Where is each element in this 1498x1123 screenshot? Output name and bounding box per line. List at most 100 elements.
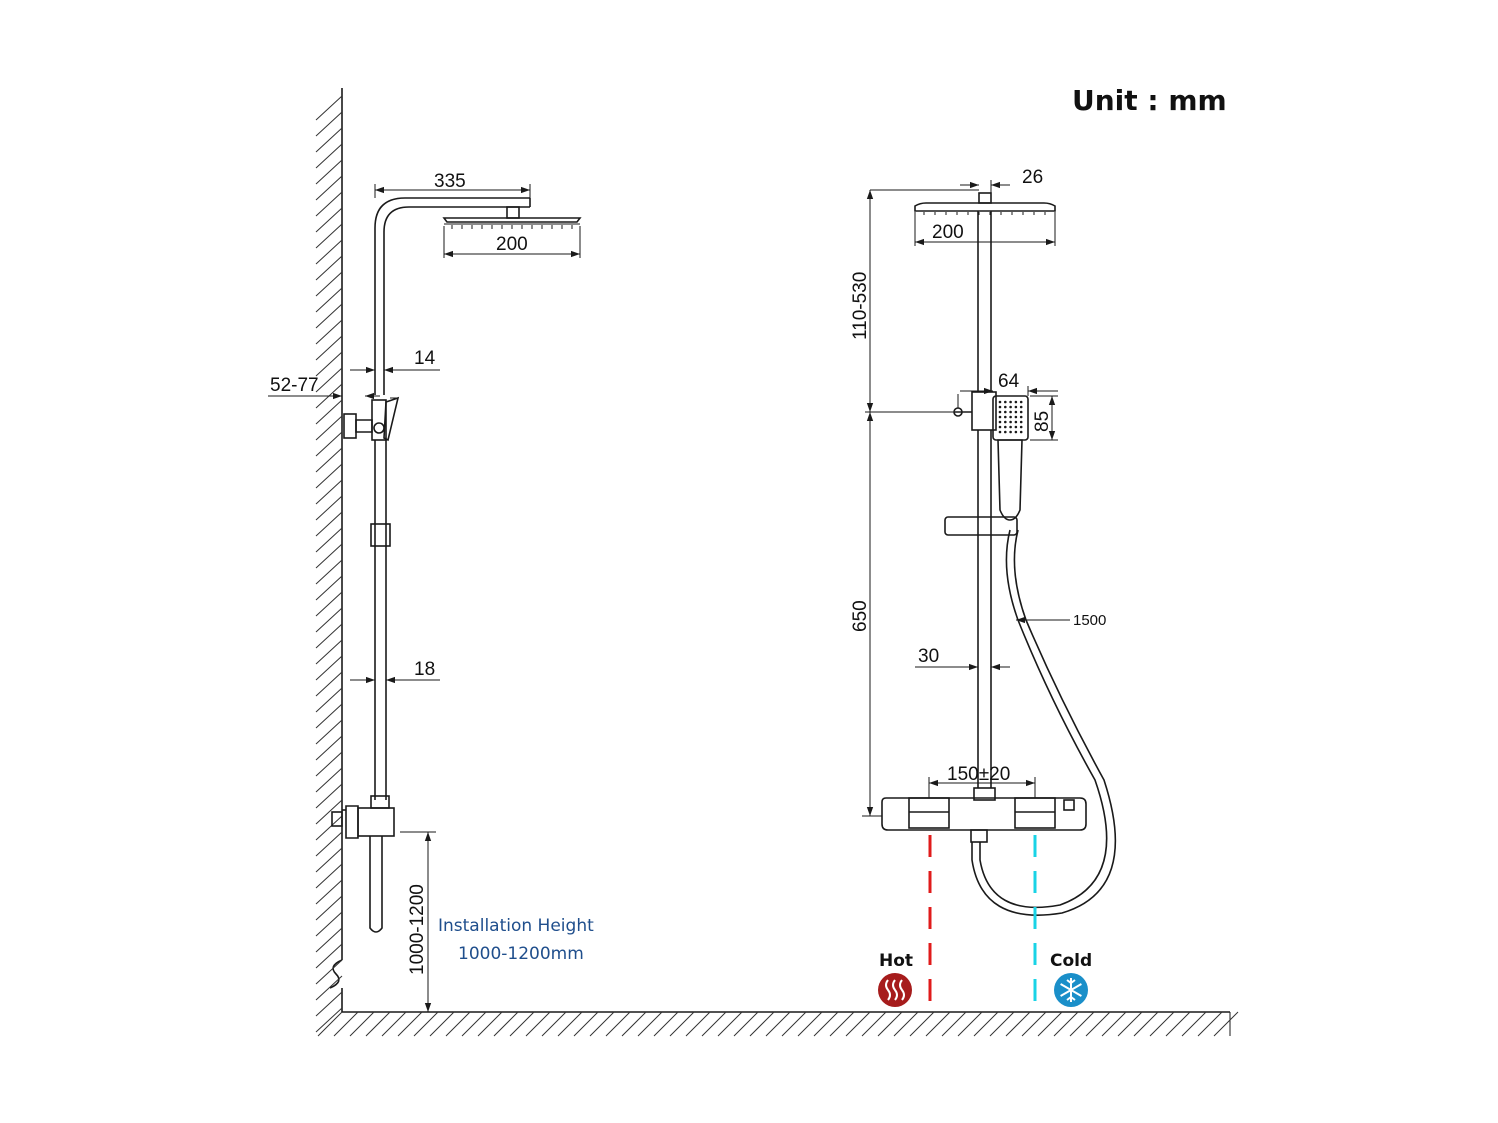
hatch-line	[315, 431, 343, 457]
hatch-line	[315, 191, 343, 217]
nozzle-dot	[1009, 420, 1012, 424]
wall	[315, 88, 343, 1033]
hatch-line	[1021, 1011, 1047, 1037]
nozzle-dot	[1014, 400, 1018, 404]
nozzle-dot	[1009, 425, 1012, 429]
floor-hatching	[317, 1011, 1239, 1037]
nozzle-dot	[1019, 410, 1023, 414]
installation-note-line2: 1000-1200mm	[458, 944, 584, 964]
hatch-line	[315, 751, 343, 777]
hatch-line	[813, 1011, 839, 1037]
nozzle-dot	[1014, 420, 1018, 424]
hatch-line	[315, 991, 343, 1017]
hatch-line	[315, 287, 343, 313]
nozzle-dot	[998, 410, 1002, 414]
hatch-line	[829, 1011, 855, 1037]
hatch-line	[315, 367, 343, 393]
hatch-line	[973, 1011, 999, 1037]
unit-label: Unit : mm	[1072, 84, 1227, 117]
hatch-line	[1101, 1011, 1127, 1037]
hatch-line	[781, 1011, 807, 1037]
dim-hose-length: 1500	[1073, 612, 1106, 629]
hatch-line	[653, 1011, 679, 1037]
hatch-line	[461, 1011, 487, 1037]
hatch-line	[317, 1011, 343, 1037]
dim-rail-length: 650	[850, 600, 871, 632]
hatch-line	[493, 1011, 519, 1037]
hatch-line	[1069, 1011, 1095, 1037]
hatch-line	[1149, 1011, 1175, 1037]
hatch-line	[989, 1011, 1015, 1037]
hatch-line	[315, 175, 343, 201]
nozzle-dot	[998, 415, 1002, 419]
cold-label: Cold	[1050, 951, 1092, 971]
hatch-line	[349, 1011, 375, 1037]
hatch-line	[315, 495, 343, 521]
dim-inlet-spacing: 150±20	[947, 764, 1010, 785]
hatch-line	[413, 1011, 439, 1037]
hatch-line	[509, 1011, 535, 1037]
hatch-line	[315, 927, 343, 953]
hatch-line	[957, 1011, 983, 1037]
dim-pipe-diameter: 30	[918, 646, 939, 667]
hatch-line	[765, 1011, 791, 1037]
hatch-line	[541, 1011, 567, 1037]
hatch-line	[1197, 1011, 1223, 1037]
hatch-line	[877, 1011, 903, 1037]
hatch-line	[315, 975, 343, 1001]
hatch-line	[315, 639, 343, 665]
hatch-line	[1037, 1011, 1063, 1037]
hatch-line	[701, 1011, 727, 1037]
hatch-line	[381, 1011, 407, 1037]
hatch-line	[315, 671, 343, 697]
hatch-line	[333, 1011, 359, 1037]
side-view-dimensions: 335 200 14 52-77 18 1000-1200	[268, 171, 581, 1012]
nozzle-dot	[1004, 405, 1007, 409]
front-rain-head-nozzles	[923, 212, 1046, 215]
hatch-line	[315, 511, 343, 537]
hatch-line	[315, 207, 343, 233]
hatch-line	[1053, 1011, 1079, 1037]
nozzle-dot	[1014, 405, 1018, 409]
hatch-line	[315, 623, 343, 649]
hatch-line	[1181, 1011, 1207, 1037]
hatch-line	[315, 335, 343, 361]
hatch-line	[557, 1011, 583, 1037]
hatch-line	[1085, 1011, 1111, 1037]
hatch-line	[315, 847, 343, 873]
nozzle-dot	[1019, 405, 1023, 409]
floor	[317, 1011, 1239, 1037]
hatch-line	[315, 95, 343, 121]
hatch-line	[685, 1011, 711, 1037]
wall-hatching	[315, 95, 343, 1033]
hatch-line	[315, 399, 343, 425]
hatch-line	[845, 1011, 871, 1037]
nozzle-dot	[1009, 410, 1012, 414]
hatch-line	[315, 143, 343, 169]
dim-upper-adjust: 110-530	[850, 272, 871, 340]
hatch-line	[1005, 1011, 1031, 1037]
nozzle-dot	[1014, 430, 1018, 434]
hatch-line	[397, 1011, 423, 1037]
nozzle-dot	[998, 400, 1002, 404]
nozzle-dot	[1004, 425, 1007, 429]
dim-handshower-width: 64	[998, 371, 1020, 392]
hatch-line	[315, 111, 343, 137]
nozzle-dot	[998, 420, 1002, 424]
hatch-line	[1213, 1011, 1239, 1037]
hatch-line	[315, 719, 343, 745]
nozzle-dot	[1009, 415, 1012, 419]
nozzle-dot	[1004, 430, 1007, 434]
hatch-line	[589, 1011, 615, 1037]
hatch-line	[315, 767, 343, 793]
hatch-line	[315, 303, 343, 329]
hatch-line	[315, 799, 343, 825]
hatch-line	[315, 863, 343, 889]
nozzle-dot	[1019, 415, 1023, 419]
nozzle-dot	[1014, 425, 1018, 429]
hatch-line	[315, 687, 343, 713]
hatch-line	[365, 1011, 391, 1037]
dim-arm-length: 335	[434, 171, 466, 192]
dim-wall-offset: 52-77	[270, 375, 319, 396]
